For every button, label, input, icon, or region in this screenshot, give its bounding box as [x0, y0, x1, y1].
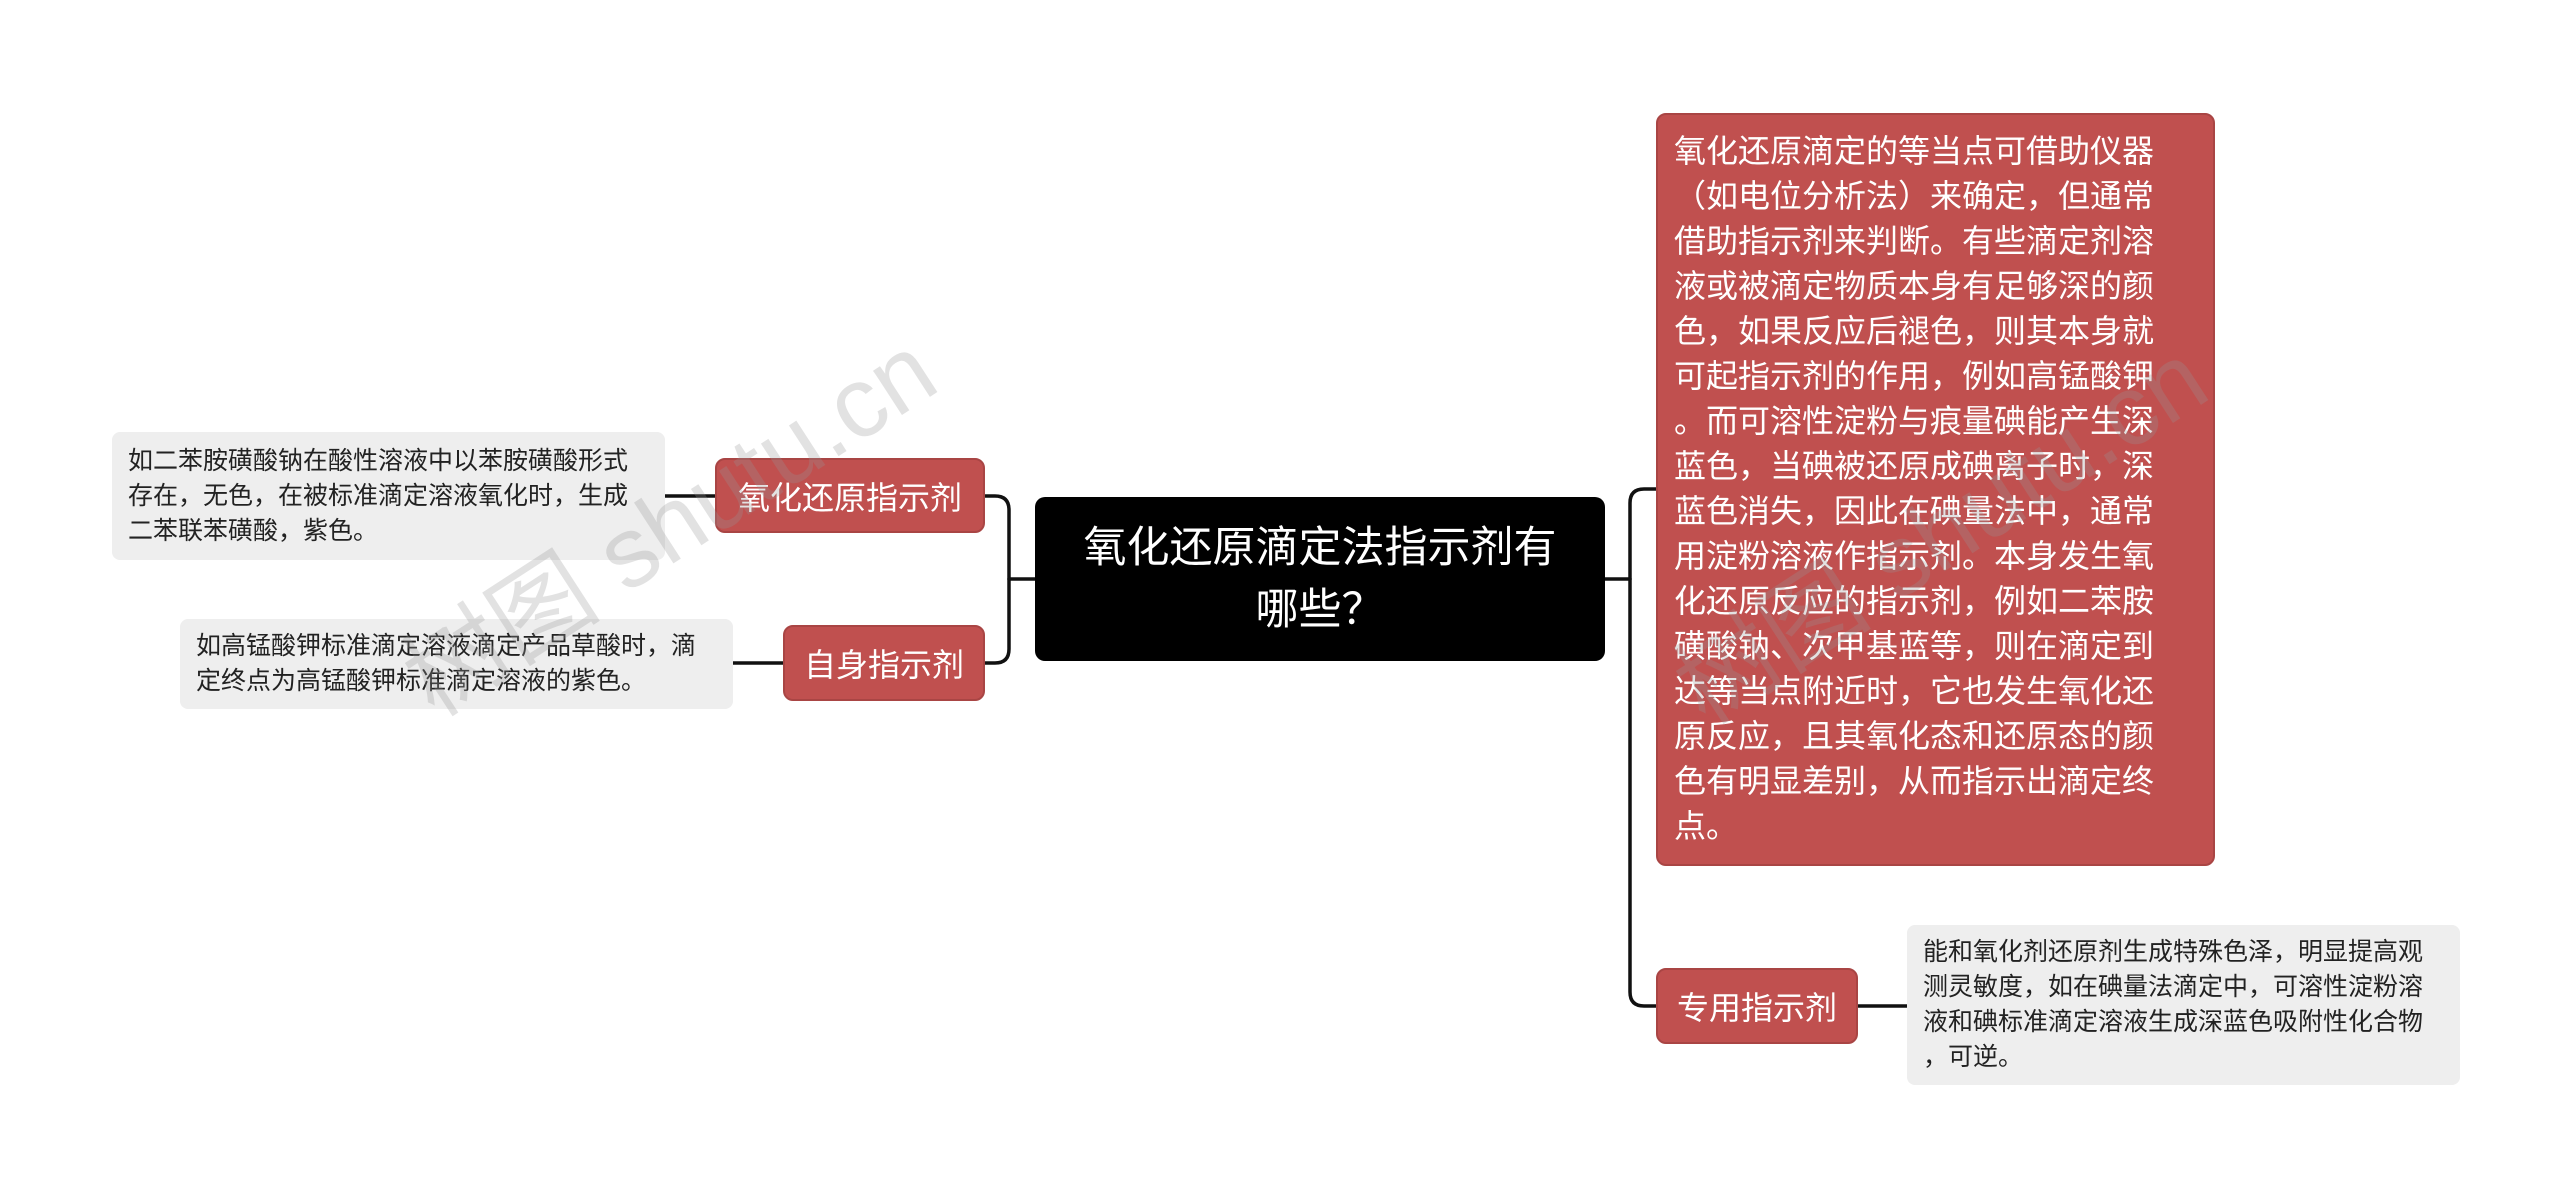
- leaf-text-line: 定终点为高锰酸钾标准滴定溶液的紫色。: [196, 667, 647, 695]
- description-line: 达等当点附近时，它也发生氧化还: [1674, 673, 2155, 709]
- leaf-special-indicator-detail: 能和氧化剂还原剂生成特殊色泽，明显提高观 测灵敏度，如在碘量法滴定中，可溶性淀粉…: [1907, 925, 2460, 1085]
- central-topic: 氧化还原滴定法指示剂有 哪些？: [1035, 497, 1605, 661]
- description-line: 借助指示剂来判断。有些滴定剂溶: [1674, 223, 2155, 259]
- description-line: 化还原反应的指示剂，例如二苯胺: [1674, 583, 2155, 619]
- description-line: 液或被滴定物质本身有足够深的颜: [1674, 268, 2155, 304]
- branch-label: 专用指示剂: [1676, 990, 1837, 1026]
- branch-redox-indicator: 氧化还原指示剂: [715, 458, 985, 533]
- leaf-text-line: 测灵敏度，如在碘量法滴定中，可溶性淀粉溶: [1923, 973, 2424, 1001]
- leaf-redox-indicator-detail: 如二苯胺磺酸钠在酸性溶液中以苯胺磺酸形式 存在，无色，在被标准滴定溶液氧化时，生…: [112, 432, 665, 560]
- description-line: 点。: [1674, 808, 1739, 844]
- branch-label: 自身指示剂: [803, 647, 964, 683]
- leaf-self-indicator-detail: 如高锰酸钾标准滴定溶液滴定产品草酸时，滴 定终点为高锰酸钾标准滴定溶液的紫色。: [180, 619, 733, 709]
- description-line: （如电位分析法）来确定，但通常: [1674, 178, 2155, 214]
- description-line: 蓝色，当碘被还原成碘离子时，深: [1674, 448, 2155, 484]
- description-line: 原反应，且其氧化态和还原态的颜: [1674, 718, 2155, 754]
- description-line: 色有明显差别，从而指示出滴定终: [1674, 763, 2155, 799]
- leaf-text-line: 存在，无色，在被标准滴定溶液氧化时，生成: [128, 482, 629, 510]
- central-topic-line: 哪些？: [1255, 586, 1385, 634]
- branch-label: 氧化还原指示剂: [737, 479, 962, 516]
- description-line: 用淀粉溶液作指示剂。本身发生氧: [1674, 538, 2155, 574]
- leaf-text-line: 液和碘标准滴定溶液生成深蓝色吸附性化合物: [1923, 1008, 2424, 1036]
- leaf-text-line: ，可逆。: [1923, 1043, 2024, 1071]
- description-line: 色，如果反应后褪色，则其本身就: [1674, 313, 2155, 349]
- description-line: 可起指示剂的作用，例如高锰酸钾: [1674, 358, 2155, 394]
- leaf-text-line: 如高锰酸钾标准滴定溶液滴定产品草酸时，滴: [196, 632, 697, 660]
- central-topic-line: 氧化还原滴定法指示剂有: [1083, 524, 1557, 572]
- branch-self-indicator: 自身指示剂: [783, 625, 985, 701]
- description-line: 蓝色消失，因此在碘量法中，通常: [1674, 493, 2155, 529]
- connector-left-trunk: [983, 494, 1011, 665]
- branch-special-indicator: 专用指示剂: [1656, 968, 1858, 1044]
- leaf-text-line: 二苯联苯磺酸，紫色。: [128, 517, 379, 545]
- description-line: 氧化还原滴定的等当点可借助仪器: [1674, 133, 2155, 169]
- leaf-text-line: 如二苯胺磺酸钠在酸性溶液中以苯胺磺酸形式: [128, 447, 629, 475]
- connector-right-trunk: [1628, 487, 1658, 1008]
- description-line: 磺酸钠、次甲基蓝等，则在滴定到: [1674, 628, 2155, 664]
- leaf-text-line: 能和氧化剂还原剂生成特殊色泽，明显提高观: [1923, 938, 2424, 966]
- description-line: 。而可溶性淀粉与痕量碘能产生深: [1674, 403, 2155, 439]
- branch-overview-description: 氧化还原滴定的等当点可借助仪器 （如电位分析法）来确定，但通常 借助指示剂来判断…: [1656, 113, 2215, 866]
